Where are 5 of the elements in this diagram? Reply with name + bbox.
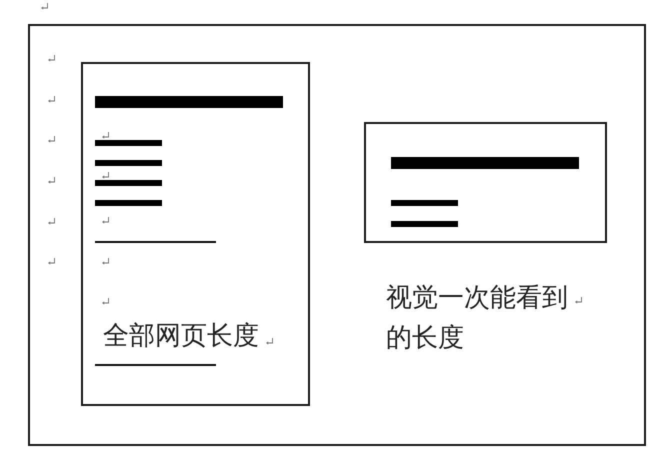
full-page-box bbox=[81, 62, 310, 406]
outer-frame bbox=[28, 24, 646, 446]
caption-text: 视觉一次能看到的长度 bbox=[386, 282, 569, 354]
node-label: 全部网页长度 bbox=[103, 321, 259, 351]
viewport-box bbox=[364, 122, 607, 243]
